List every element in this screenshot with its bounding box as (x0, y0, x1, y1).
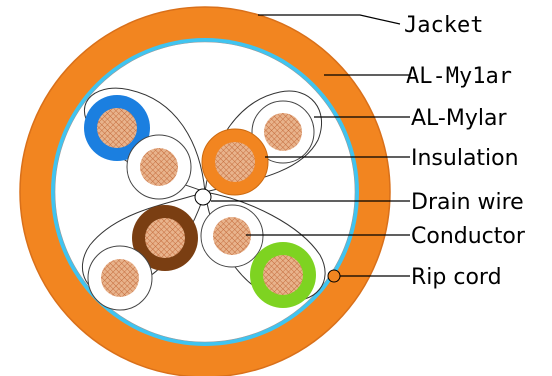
pair-2-orange (201, 128, 269, 196)
conductor (213, 217, 251, 255)
label-al-mylar-outer: AL-My1ar (406, 64, 512, 89)
conductor (215, 142, 255, 182)
pair-2-white (251, 100, 315, 164)
label-rip-cord: Rip cord (411, 265, 502, 290)
pair-4-white (200, 204, 264, 268)
label-insulation: Insulation (411, 146, 519, 171)
label-conductor: Conductor (411, 224, 526, 249)
pair-4-green (250, 242, 316, 308)
drain-wire (194, 188, 212, 206)
pair-3-white (87, 245, 153, 311)
label-jacket: Jacket (404, 13, 483, 38)
label-al-mylar-pair: AL-Mylar (411, 106, 507, 131)
conductor (264, 113, 302, 151)
leader-jacket (258, 14, 401, 25)
conductor (140, 148, 178, 186)
leader-lines (211, 14, 410, 277)
conductor (263, 255, 303, 295)
conductor (145, 218, 185, 258)
label-drain-wire: Drain wire (411, 190, 524, 215)
pair-shield-top-right (204, 90, 323, 193)
pair-3-brown (132, 205, 198, 271)
rip-cord (327, 269, 341, 283)
pair-1-white (126, 134, 192, 200)
conductor (101, 259, 139, 297)
conductor (97, 108, 137, 148)
pair-1-blue (84, 95, 150, 161)
